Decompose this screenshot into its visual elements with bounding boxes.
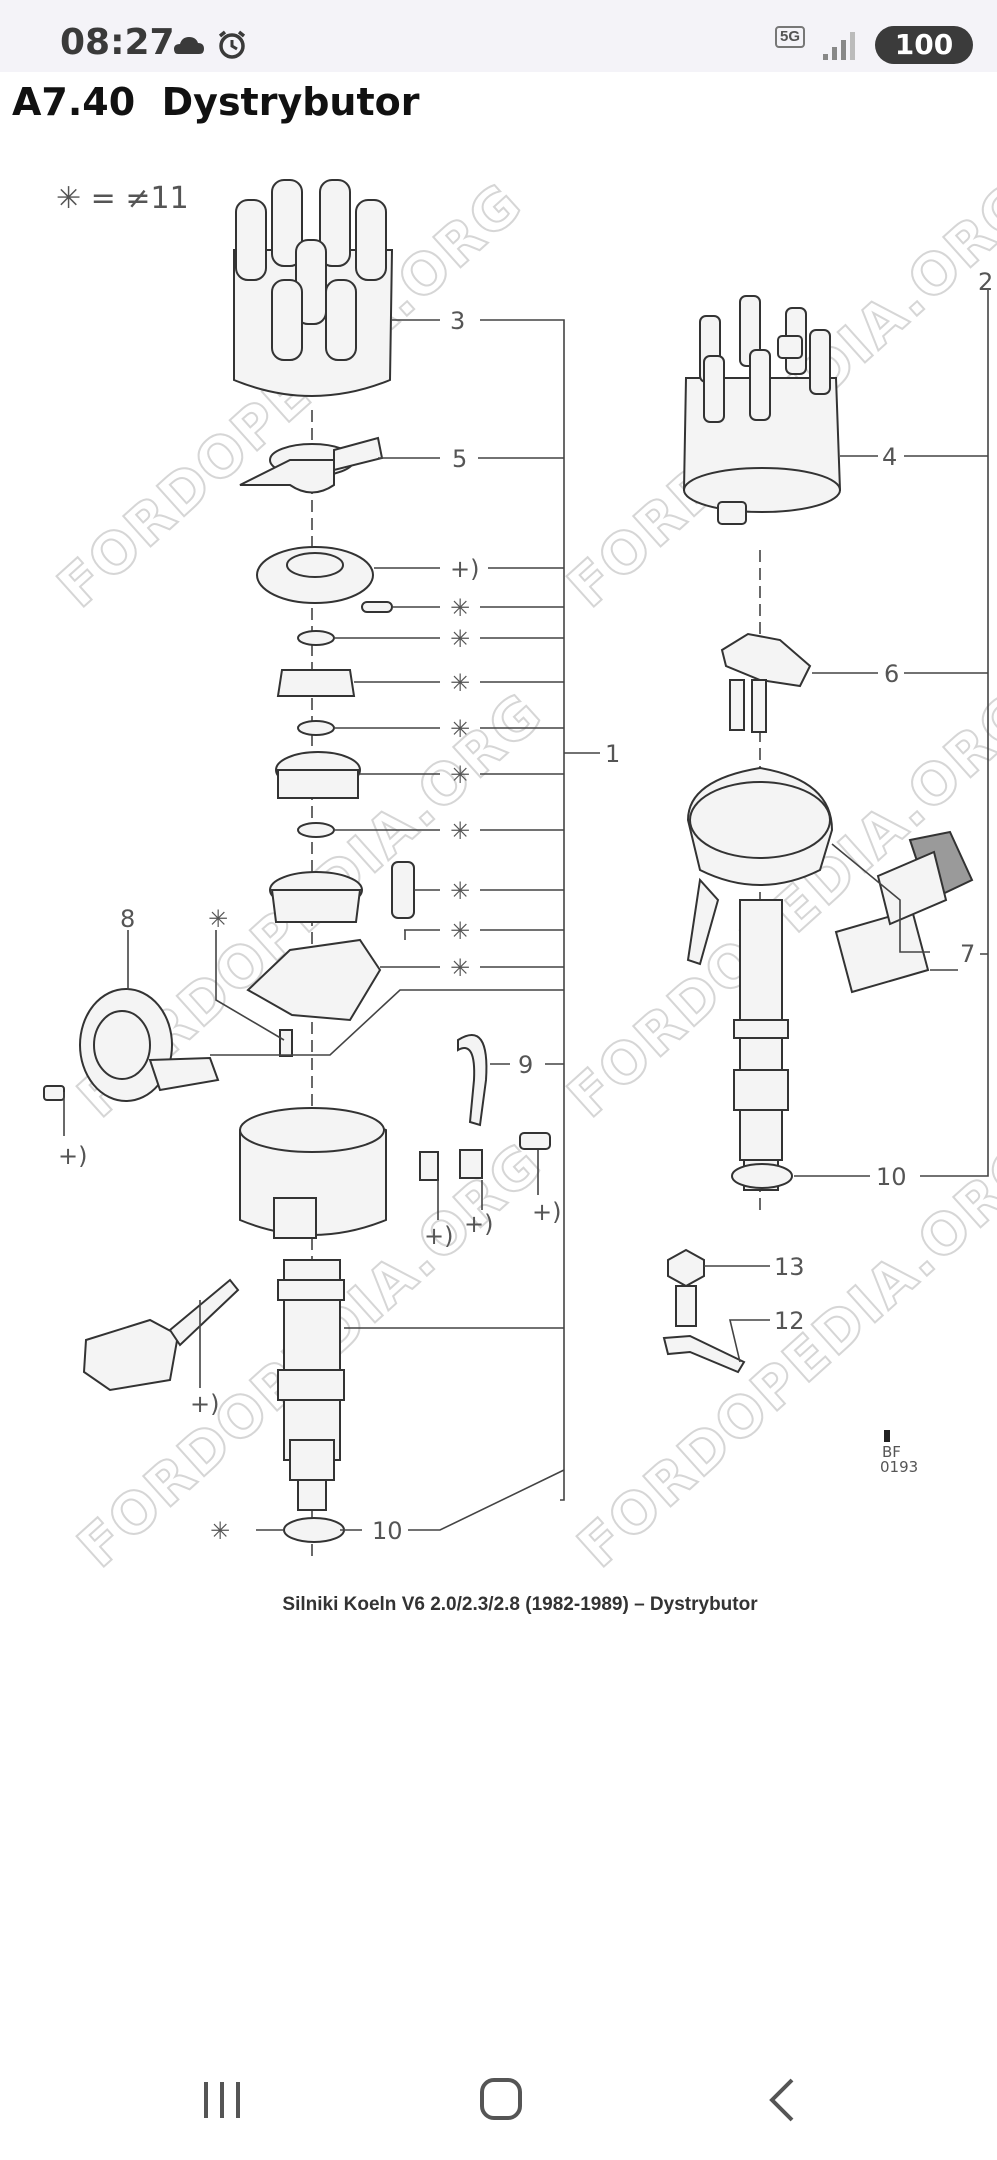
nav-bar — [0, 2040, 997, 2160]
cloud-icon — [174, 37, 204, 54]
callout-2: 2 — [978, 268, 993, 296]
callout-8: 8 — [120, 905, 135, 933]
right-callouts: 2 4 6 7 10 13 12 BF 0193 — [774, 268, 993, 1476]
rotor-part — [239, 436, 384, 494]
callout-12: 12 — [774, 1307, 805, 1335]
callout-6: 6 — [884, 660, 899, 688]
callout-star: ✳ — [210, 1517, 230, 1545]
diagram-caption: Silniki Koeln V6 2.0/2.3/2.8 (1982-1989)… — [282, 1594, 758, 1615]
callout-star: ✳ — [450, 625, 470, 653]
callout-star: ✳ — [450, 877, 470, 905]
alarm-icon — [218, 30, 246, 59]
callout-star: ✳ — [450, 715, 470, 743]
callout-star: ✳ — [450, 594, 470, 622]
drawing-code: 0193 — [880, 1458, 918, 1476]
left-callout-lines — [63, 319, 600, 1531]
status-time: 08:27 — [60, 22, 175, 63]
rotor-alt-part — [720, 632, 812, 733]
callout-star: ✳ — [450, 761, 470, 789]
callout-star: ✳ — [208, 905, 228, 933]
page-title: A7.40 Dystrybutor — [12, 80, 420, 124]
ignition-module-part — [834, 830, 974, 994]
callout-plus: +) — [464, 1210, 493, 1238]
back-button[interactable] — [740, 2070, 820, 2130]
callout-plus: +) — [58, 1142, 87, 1170]
callout-4: 4 — [882, 443, 897, 471]
callout-plus: +) — [450, 555, 479, 583]
bolt-part — [667, 1248, 705, 1327]
callout-star: ✳ — [450, 917, 470, 945]
distributor-housing-part — [239, 1107, 387, 1511]
callout-5: 5 — [452, 445, 467, 473]
recent-apps-icon — [204, 2082, 240, 2118]
signal-icon — [823, 32, 855, 60]
callout-plus: +) — [532, 1198, 561, 1226]
callout-star: ✳ — [450, 669, 470, 697]
callout-10: 10 — [876, 1163, 907, 1191]
callout-7: 7 — [960, 940, 975, 968]
home-button[interactable] — [460, 2070, 540, 2130]
callout-star: ✳ — [450, 817, 470, 845]
left-distributor-assembly — [43, 179, 551, 1560]
right-distributor-assembly — [662, 295, 974, 1442]
recent-apps-button[interactable] — [182, 2070, 262, 2130]
callout-1: 1 — [605, 740, 620, 768]
drawing-code: BF — [882, 1443, 901, 1461]
distributor-diagram[interactable]: FORDOPEDIA.ORG FORDOPEDIA.ORG FORDOPEDIA… — [0, 140, 997, 1570]
callout-10: 10 — [372, 1517, 403, 1545]
battery-icon: 100 — [875, 26, 973, 64]
callout-9: 9 — [518, 1051, 533, 1079]
distributor-cap-alt-part — [682, 295, 842, 525]
callout-plus: +) — [424, 1222, 453, 1250]
distributor-cap-part — [233, 179, 394, 397]
left-callouts: 3 5 +) ✳ ✳ ✳ ✳ ✳ ✳ ✳ ✳ ✳ 1 8 ✳ 9 +) +) +… — [58, 307, 620, 1545]
right-callout-lines — [704, 290, 989, 1363]
watermark-text: FORDOPEDIA.ORG — [566, 1131, 997, 1570]
network-5g-icon: 5G — [774, 26, 805, 48]
callout-3: 3 — [450, 307, 465, 335]
home-icon — [480, 2078, 522, 2120]
watermark-layer: FORDOPEDIA.ORG FORDOPEDIA.ORG FORDOPEDIA… — [45, 170, 997, 1570]
callout-13: 13 — [774, 1253, 805, 1281]
status-bar: 08:27 5G 100 — [0, 0, 997, 72]
callout-plus: +) — [190, 1390, 219, 1418]
legend-text: ✳ = ≠11 — [56, 181, 189, 216]
back-icon — [769, 2078, 794, 2122]
vacuum-unit-part — [43, 988, 220, 1102]
status-left-icons — [172, 28, 252, 67]
callout-star: ✳ — [450, 954, 470, 982]
